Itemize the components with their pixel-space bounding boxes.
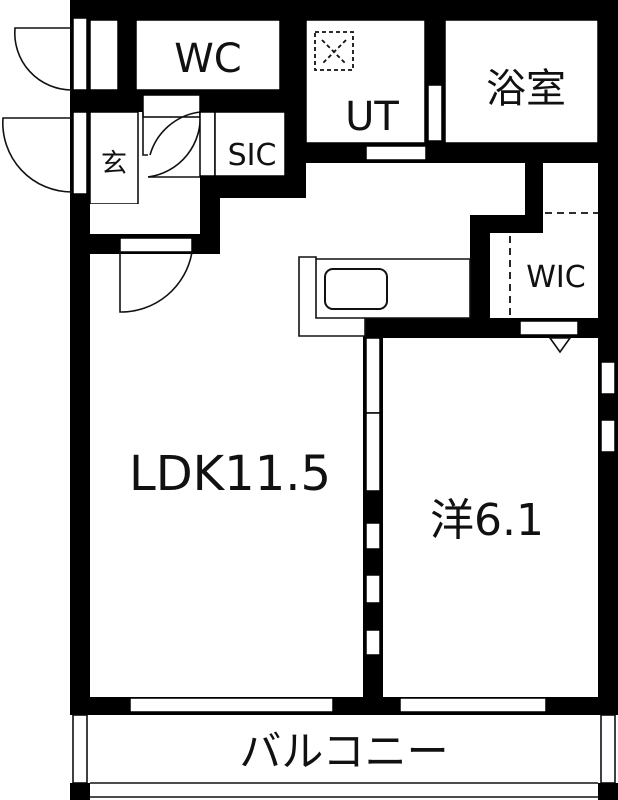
wic-door[interactable] [519, 320, 579, 354]
label-wic: WIC [526, 260, 585, 295]
entrance-door[interactable] [2, 27, 73, 193]
room-wic [490, 233, 598, 318]
balcony-windows [129, 697, 547, 713]
label-ldk: LDK11.5 [129, 446, 331, 502]
room-wc [135, 19, 281, 91]
kitchen-sink [324, 268, 388, 310]
entrance-openings [72, 17, 88, 195]
wc-door[interactable] [89, 19, 119, 91]
washing-machine-space [314, 31, 354, 71]
room-sic [214, 111, 286, 177]
label-entrance: 玄 [101, 149, 127, 179]
label-ut: UT [345, 94, 399, 140]
ut-door[interactable] [365, 145, 427, 161]
room-bath [444, 19, 599, 144]
label-western-room: 洋6.1 [430, 495, 544, 546]
balcony [70, 714, 618, 800]
sliding-partition[interactable] [365, 337, 381, 656]
label-balcony: バルコニー [239, 727, 448, 776]
bedroom-side-windows [600, 361, 616, 453]
room-ut [305, 19, 426, 144]
ldk-door[interactable] [119, 237, 193, 313]
label-wc: WC [174, 36, 241, 82]
label-bath: 浴室 [486, 66, 566, 112]
label-sic: SIC [228, 138, 277, 173]
room-entrance [89, 111, 139, 205]
kitchen-counter [298, 256, 471, 337]
